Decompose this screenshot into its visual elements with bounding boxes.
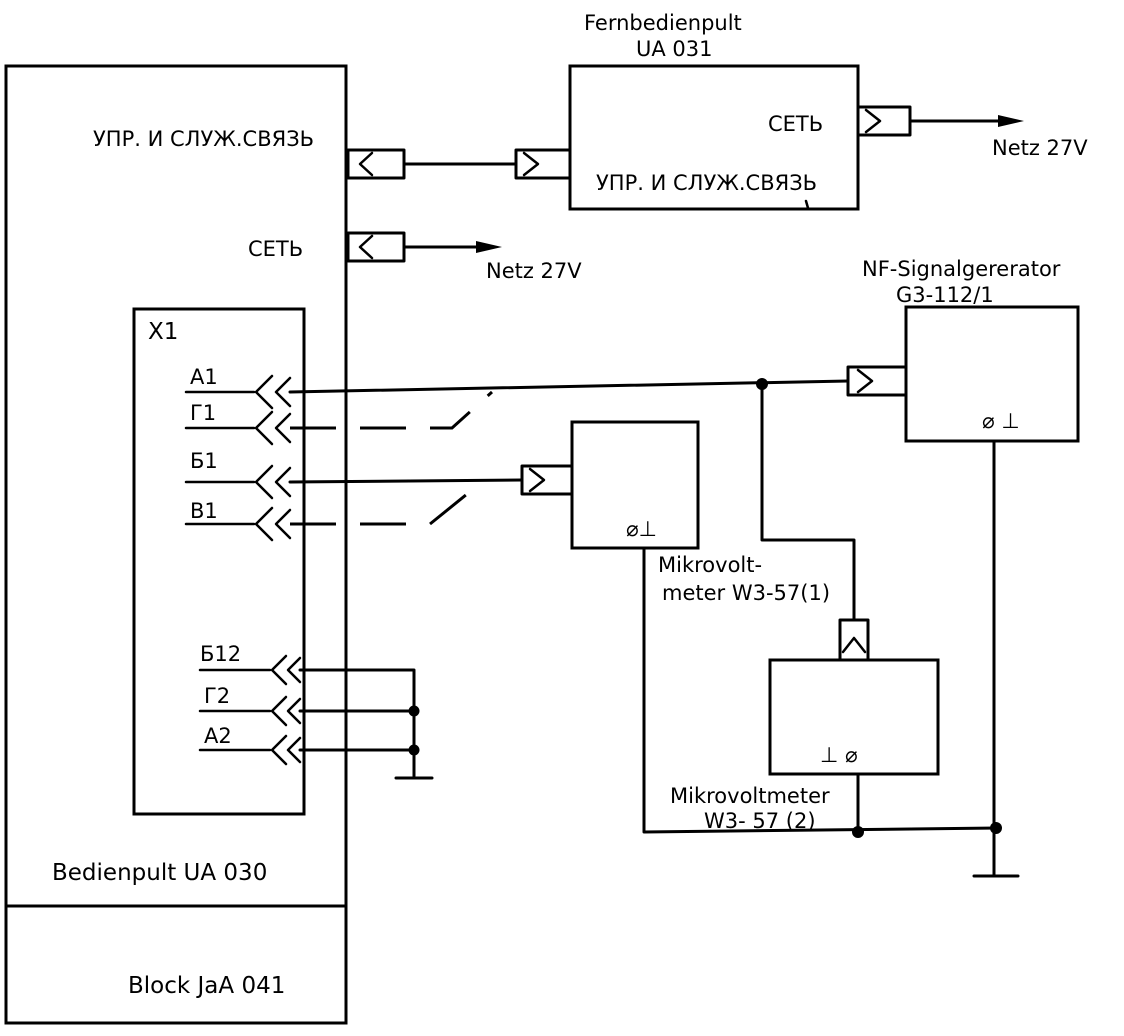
remote-panel: Fernbedienpult UA 031 СЕТЬ Netz 27V УПР.… [514, 11, 1088, 211]
generator-model: G3-112/1 [896, 283, 994, 307]
wire-a1-microvoltmeter2 [760, 382, 856, 622]
junction-mv2-ground [852, 826, 864, 838]
pin-contact-g1-icon [184, 410, 292, 446]
remote-power-label: Netz 27V [992, 136, 1088, 160]
microvoltmeter-2-input-socket-icon [838, 618, 870, 662]
main-port-network-socket-icon [346, 231, 406, 263]
connector-x1-name: X1 [148, 319, 178, 345]
wire-b1-microvoltmeter1 [288, 478, 524, 484]
remote-port-control-socket-icon [514, 148, 572, 180]
pin-contact-v1-icon [184, 506, 292, 542]
main-port-control-socket-icon [346, 148, 406, 180]
pin-contact-b12-icon [198, 654, 302, 686]
junction-g2 [408, 705, 420, 717]
junction-generator-ground [990, 822, 1002, 834]
remote-port-control-label: УПР. И СЛУЖ.СВЯЗЬ [596, 171, 817, 195]
wire-a1-generator [288, 379, 850, 394]
pin-label-b1: Б1 [190, 449, 218, 473]
main-power-label: Netz 27V [486, 259, 582, 283]
wire-ground-bus [642, 546, 1000, 834]
wiring [288, 199, 1020, 878]
main-power-arrow-icon [476, 241, 502, 253]
connector-x1-frame [132, 307, 306, 816]
microvoltmeter-1-terminals: ⌀⊥ [626, 517, 657, 541]
microvoltmeter-1: ⌀⊥ Mikrovolt- meter W3-57(1) [520, 420, 830, 605]
main-panel: Bedienpult UA 030 Block JaA 041 УПР. И С… [4, 64, 582, 1025]
microvoltmeter-1-input-socket-icon [520, 464, 574, 496]
pin-label-a2: A2 [204, 724, 232, 748]
pin-contact-a2-icon [198, 734, 302, 766]
microvoltmeter-2-terminals: ⊥ ⌀ [820, 743, 858, 767]
remote-panel-tick [804, 199, 810, 210]
wire-g1-dashed [290, 390, 494, 430]
signal-generator: NF-Signalgererator G3-112/1 ⌀ ⊥ [846, 257, 1080, 443]
microvoltmeter-2-label-line1: Mikrovoltmeter [670, 784, 830, 808]
pin-label-g1: Г1 [190, 401, 216, 425]
remote-panel-title: Fernbedienpult [584, 11, 742, 35]
pin-contact-b1-icon [184, 464, 292, 500]
pin-contact-g2-icon [198, 695, 302, 727]
remote-panel-frame [568, 64, 860, 211]
pin-contact-a1-icon [184, 374, 292, 410]
main-port-network-label: СЕТЬ [248, 237, 303, 261]
pin-label-v1: В1 [190, 499, 218, 523]
generator-output-socket-icon [846, 365, 908, 397]
microvoltmeter-1-label-line2: meter W3-57(1) [662, 581, 830, 605]
block-name: Block JaA 041 [128, 973, 285, 999]
remote-panel-model: UA 031 [636, 37, 713, 61]
junction-a2 [408, 744, 420, 756]
pin-label-g2: Г2 [204, 684, 230, 708]
remote-port-network-socket-icon [856, 105, 912, 137]
wire-b12-ground [298, 668, 416, 778]
main-panel-frame [4, 64, 348, 1025]
microvoltmeter-2: ⊥ ⌀ Mikrovoltmeter W3- 57 (2) [670, 618, 940, 833]
pin-label-b12: Б12 [200, 642, 241, 666]
generator-terminals: ⌀ ⊥ [982, 409, 1020, 433]
remote-port-network-label: СЕТЬ [768, 112, 823, 136]
main-port-control-label: УПР. И СЛУЖ.СВЯЗЬ [93, 127, 314, 151]
generator-title: NF-Signalgererator [862, 257, 1061, 281]
main-panel-name: Bedienpult UA 030 [52, 860, 267, 886]
pin-label-a1: A1 [190, 365, 218, 389]
remote-power-arrow-icon [998, 115, 1024, 127]
microvoltmeter-1-label-line1: Mikrovolt- [658, 553, 762, 577]
connector-x1: X1 A1 Г1 Б1 В1 Б12 Г2 A2 [132, 307, 306, 816]
wire-v1-dashed [290, 480, 483, 526]
